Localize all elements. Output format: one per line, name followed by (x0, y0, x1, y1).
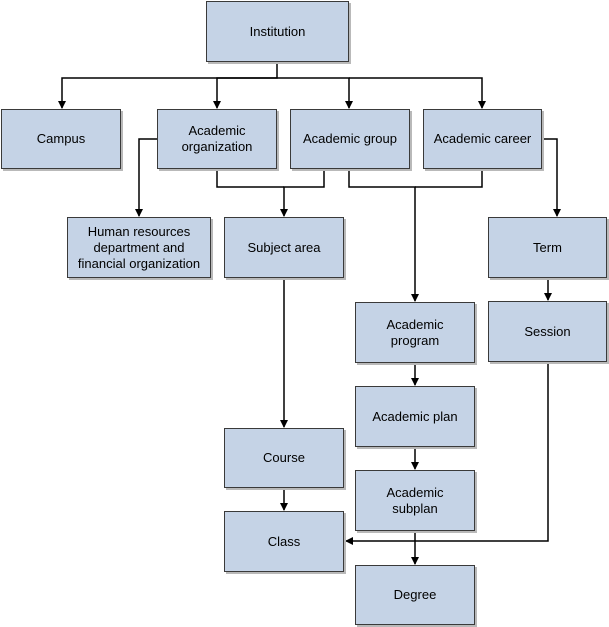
node-class: Class (224, 511, 344, 572)
node-course: Course (224, 428, 344, 488)
node-campus: Campus (1, 109, 121, 169)
edge-session-class (345, 362, 549, 545)
edge-institution-academic-organization (213, 77, 277, 109)
edge-academic-group-academic-program (348, 169, 419, 302)
edge-academic-career-term (542, 138, 561, 217)
node-session: Session (488, 301, 607, 362)
edge-academic-group-subject-area (280, 169, 325, 217)
node-term: Term (488, 217, 607, 278)
node-academic-subplan: Academic subplan (355, 470, 475, 531)
node-human-resources: Human resources department and financial… (67, 217, 211, 278)
edge-academic-career-academic-program (415, 169, 483, 188)
edge-institution-academic-career (349, 77, 486, 109)
node-subject-area: Subject area (224, 217, 344, 278)
edge-academic-organization-human-resources (135, 138, 157, 217)
node-institution: Institution (206, 1, 349, 62)
edge-academic-organization-subject-area (216, 169, 284, 188)
node-academic-program: Academic program (355, 302, 475, 363)
node-academic-group: Academic group (290, 109, 410, 169)
edge-institution-campus (58, 62, 278, 109)
node-academic-career: Academic career (423, 109, 542, 169)
node-degree: Degree (355, 565, 475, 625)
node-academic-organization: Academic organization (157, 109, 277, 169)
edge-institution-academic-group (277, 77, 353, 109)
node-academic-plan: Academic plan (355, 386, 475, 447)
